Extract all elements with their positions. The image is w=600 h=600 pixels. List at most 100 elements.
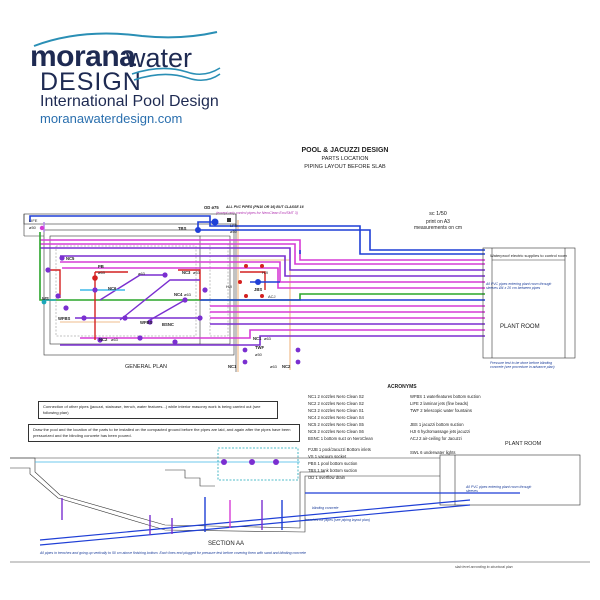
section-jacuzzi-dashed	[217, 447, 299, 481]
note-box-connections: Connection of other pipes (jacuzzi, stai…	[38, 401, 278, 419]
label-wfbs-2: WFBS	[140, 320, 153, 325]
label-wl: NC2	[282, 364, 291, 369]
label-od: OD ø75	[204, 205, 219, 210]
label-nc1-size: ø63	[264, 336, 271, 341]
acronym-item: LIFE 2 laminar jets (fine beads)	[410, 401, 469, 406]
general-plan-label: GENERAL PLAN	[125, 364, 167, 370]
label-life: LIFE	[29, 218, 38, 223]
fitting-nc6	[92, 287, 98, 293]
acronyms-title: ACRONYMS	[387, 384, 417, 390]
drawing-subtitle-2: PIPING LAYOUT BEFORE SLAB	[304, 164, 386, 170]
acronym-item: ACJ 2 air-ceiling for Jacuzzi	[410, 436, 462, 441]
fitting-tbs	[195, 227, 201, 233]
acronyms-right: WFBS 1 waterfeatures bottom suction LIFE…	[410, 393, 520, 456]
fitting-jbs	[255, 279, 261, 285]
pipe-blue-2	[29, 215, 485, 255]
fitting-pb	[92, 275, 98, 281]
fitting-od	[211, 218, 219, 226]
plant-room-outline	[482, 247, 576, 359]
pressure-test-note: Pressure test to be done before blinding…	[490, 361, 555, 369]
acronym-item: VS 1 vacuum socket	[308, 454, 347, 459]
label-twf-size: ø50	[255, 352, 262, 357]
label-bsnc: BSNC	[162, 322, 174, 327]
label-nc6: NC6	[108, 286, 117, 291]
label-nc4: NC4	[174, 292, 183, 297]
pipe-purple-1	[40, 247, 485, 271]
label-twf: TWF	[255, 345, 265, 350]
acronym-item: NC1 2 nozzles Nero Clean S2	[308, 394, 364, 399]
drawing-measurements: measurements on cm	[413, 225, 463, 231]
note-box-procedure: Draw the pool and the location of the pa…	[28, 424, 300, 442]
section-sleeve-note: All PVC pipes entering plant room throug…	[466, 485, 532, 493]
acronym-item: HJI 6 hydromassage jets jacuzzi	[410, 429, 471, 434]
acronym-item: NC2 2 nozzles Nero Clean S2	[308, 401, 364, 406]
acronym-item: BSNC 1 bottom suct on NeroClean	[308, 436, 373, 441]
drawing-scale: sc 1/50	[429, 211, 447, 217]
bottom-pipes-note: All pipes in trenches and going up verti…	[40, 551, 306, 555]
pvc-note-2: (except only control pipes for NeroClean…	[216, 211, 298, 215]
acronym-item: PJJB 1 pool/Jacuzzi Bottom inlets	[308, 447, 371, 452]
fittings	[39, 218, 301, 365]
label-lfr: LFR	[230, 223, 238, 228]
acronym-item: NC4 2 nozzles Nero Clean S4	[308, 415, 364, 420]
plant-room-section-label: PLANT ROOM	[505, 441, 542, 447]
label-acj: ACJ	[268, 294, 276, 299]
acronym-item: TWF 2 telescopic water fountains	[410, 408, 472, 413]
drawing-subtitle: PARTS LOCATION	[321, 156, 369, 162]
pipe-bundle	[29, 215, 485, 346]
acronym-spacer	[410, 414, 520, 421]
plant-room-label: PLANT ROOM	[500, 324, 540, 330]
pipe-purple-4	[60, 335, 485, 346]
section-riser-pipes	[61, 459, 283, 535]
acronym-item: NC3 2 nozzles Nero Clean S1	[308, 408, 364, 413]
pipe-magenta-4	[62, 267, 485, 289]
pipe-magenta-2	[40, 243, 485, 265]
pipe-blue-1	[198, 229, 485, 251]
section-trench-pipes	[39, 492, 520, 546]
label-nc2-size: ø63	[111, 337, 118, 342]
label-pb-size: ø63	[98, 270, 105, 275]
fitting-nc2	[97, 337, 103, 343]
label-pb: PB	[98, 264, 104, 269]
pipe-purple-2	[60, 255, 485, 277]
blinding-concrete-label: blinding concrete	[312, 506, 339, 510]
label-nc5: NC5	[66, 256, 75, 261]
acronym-item: SWL 6 underwater lights	[410, 450, 456, 455]
label-nc2: NC2	[99, 337, 108, 342]
acronym-item: OD 1 overflow drain	[308, 475, 346, 480]
label-tbs: TBS	[178, 226, 187, 231]
trenches-label: trenches for pipes (see piping layout pl…	[305, 518, 370, 522]
acronym-item: NC6 2 nozzles Nero Clean S6	[308, 429, 364, 434]
acronym-item: TBS 1 tank bottom suction	[308, 468, 358, 473]
label-ws: WS	[42, 296, 49, 301]
pvc-note: ALL PVC PIPES (PN10 OR 16) BUT CLASSE 16	[226, 205, 304, 209]
pipe-magenta-8	[80, 329, 485, 339]
label-wfbs: WFBS	[58, 316, 71, 321]
acronym-item: PBS 1 pool bottom suction	[308, 461, 358, 466]
acronym-item: NC5 2 nozzles Nero Clean S5	[308, 422, 364, 427]
label-nc1: NC1	[253, 336, 262, 341]
logo-url[interactable]: moranawaterdesign.com	[40, 111, 183, 126]
label-life-size: ø50	[29, 225, 36, 230]
label-hji: HJI	[226, 284, 232, 289]
logo-wave-icon	[33, 31, 221, 82]
section-aa-label: SECTION AA	[208, 541, 245, 547]
label-nc3-size: ø63	[193, 270, 200, 275]
section-aa-outline	[10, 454, 590, 563]
label-wl-size: ø63	[270, 364, 277, 369]
label-nc3: NC3	[182, 270, 191, 275]
slab-level-note: slab level according to structural plan	[455, 565, 513, 569]
drawing-print: print on A3	[426, 219, 450, 225]
interior-pipes	[44, 269, 280, 340]
label-nc6-size: ø63	[138, 271, 145, 276]
label-jbs: JBS	[254, 287, 263, 292]
pipe-magenta-3	[60, 261, 485, 283]
sleeve-note: All PVC pipes entering plant room throug…	[486, 282, 552, 290]
logo-brand-bold: morana	[30, 40, 136, 73]
label-nc-bottom: NC1	[228, 364, 237, 369]
label-nc4-size: ø63	[184, 292, 191, 297]
drawing-title: POOL & JACUZZI DESIGN	[301, 147, 389, 154]
fitting-twf	[242, 347, 248, 353]
fitting-nc5	[59, 255, 65, 261]
logo-tagline: International Pool Design	[40, 93, 219, 110]
